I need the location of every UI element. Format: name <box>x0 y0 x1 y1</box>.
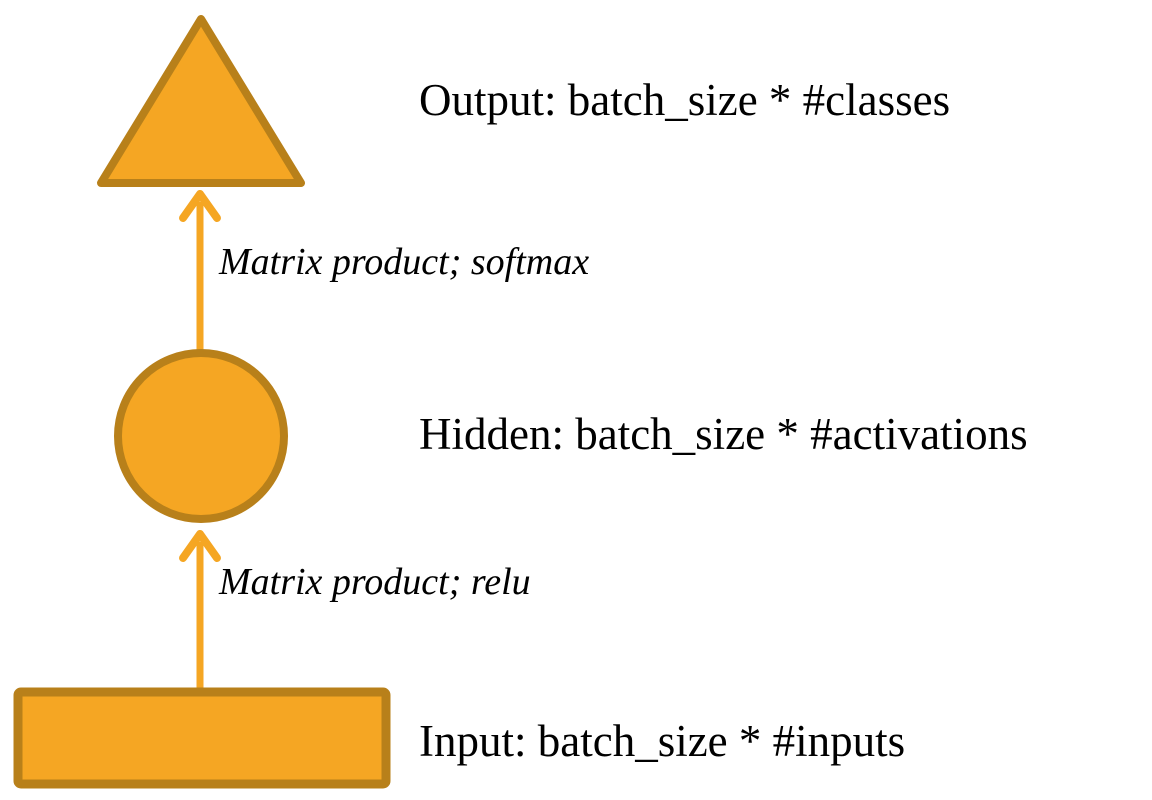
edge-label-hidden-to-output: Matrix product; softmax <box>219 241 590 283</box>
rectangle-shape[interactable] <box>13 687 391 789</box>
triangle-shape[interactable] <box>97 15 305 187</box>
edge-label-input-to-hidden: Matrix product; relu <box>219 561 531 603</box>
edge-hidden-to-output <box>179 190 221 364</box>
arrow-up-icon <box>179 530 221 562</box>
hidden-layer-label: Hidden: batch_size * #activations <box>419 409 1028 459</box>
edge-input-to-hidden <box>179 530 221 694</box>
output-layer-label: Output: batch_size * #classes <box>419 75 951 125</box>
arrow-up-icon <box>179 190 221 222</box>
circle-shape[interactable] <box>114 349 288 523</box>
input-layer-label: Input: batch_size * #inputs <box>419 716 906 766</box>
